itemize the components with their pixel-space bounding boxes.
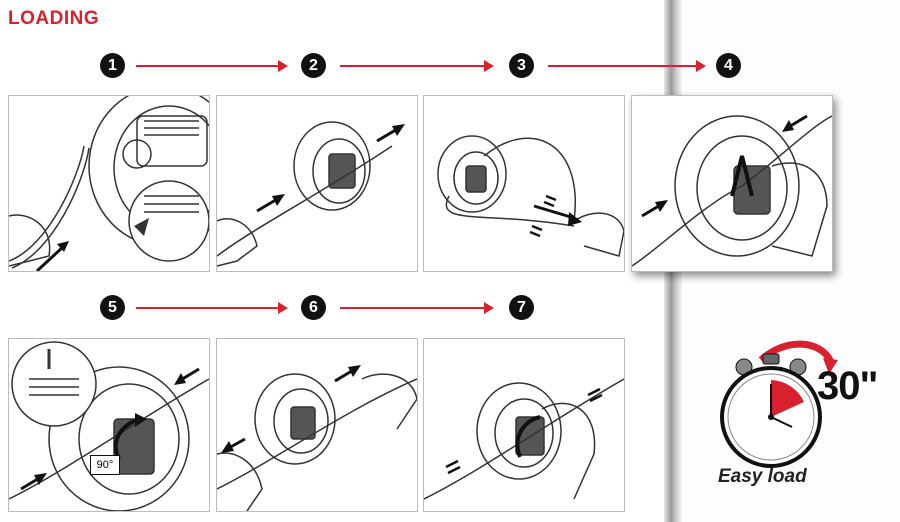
step-badge-5: 5 bbox=[100, 295, 125, 320]
timer-value: 30" bbox=[817, 364, 878, 408]
step-badge-6: 6 bbox=[301, 295, 326, 320]
step-3-illustration bbox=[423, 95, 625, 272]
flow-arrow bbox=[340, 60, 494, 72]
step-7-illustration bbox=[423, 338, 625, 512]
flow-arrow bbox=[340, 302, 494, 314]
step-4-illustration bbox=[631, 95, 833, 272]
step-badge-3: 3 bbox=[509, 53, 534, 78]
flow-arrow bbox=[136, 60, 288, 72]
angle-label: 90° bbox=[90, 455, 120, 475]
flow-arrow bbox=[548, 60, 706, 72]
step-badge-4: 4 bbox=[716, 53, 741, 78]
step-6-illustration bbox=[216, 338, 418, 512]
flow-arrow bbox=[136, 302, 288, 314]
step-2-illustration bbox=[216, 95, 418, 272]
section-title: LOADING bbox=[8, 8, 100, 29]
step-badge-2: 2 bbox=[301, 53, 326, 78]
timer-caption: Easy load bbox=[718, 466, 807, 487]
step-1-illustration bbox=[8, 95, 210, 272]
step-badge-7: 7 bbox=[509, 295, 534, 320]
stopwatch-icon bbox=[716, 332, 896, 472]
step-5-illustration bbox=[8, 338, 210, 512]
step-badge-1: 1 bbox=[100, 53, 125, 78]
